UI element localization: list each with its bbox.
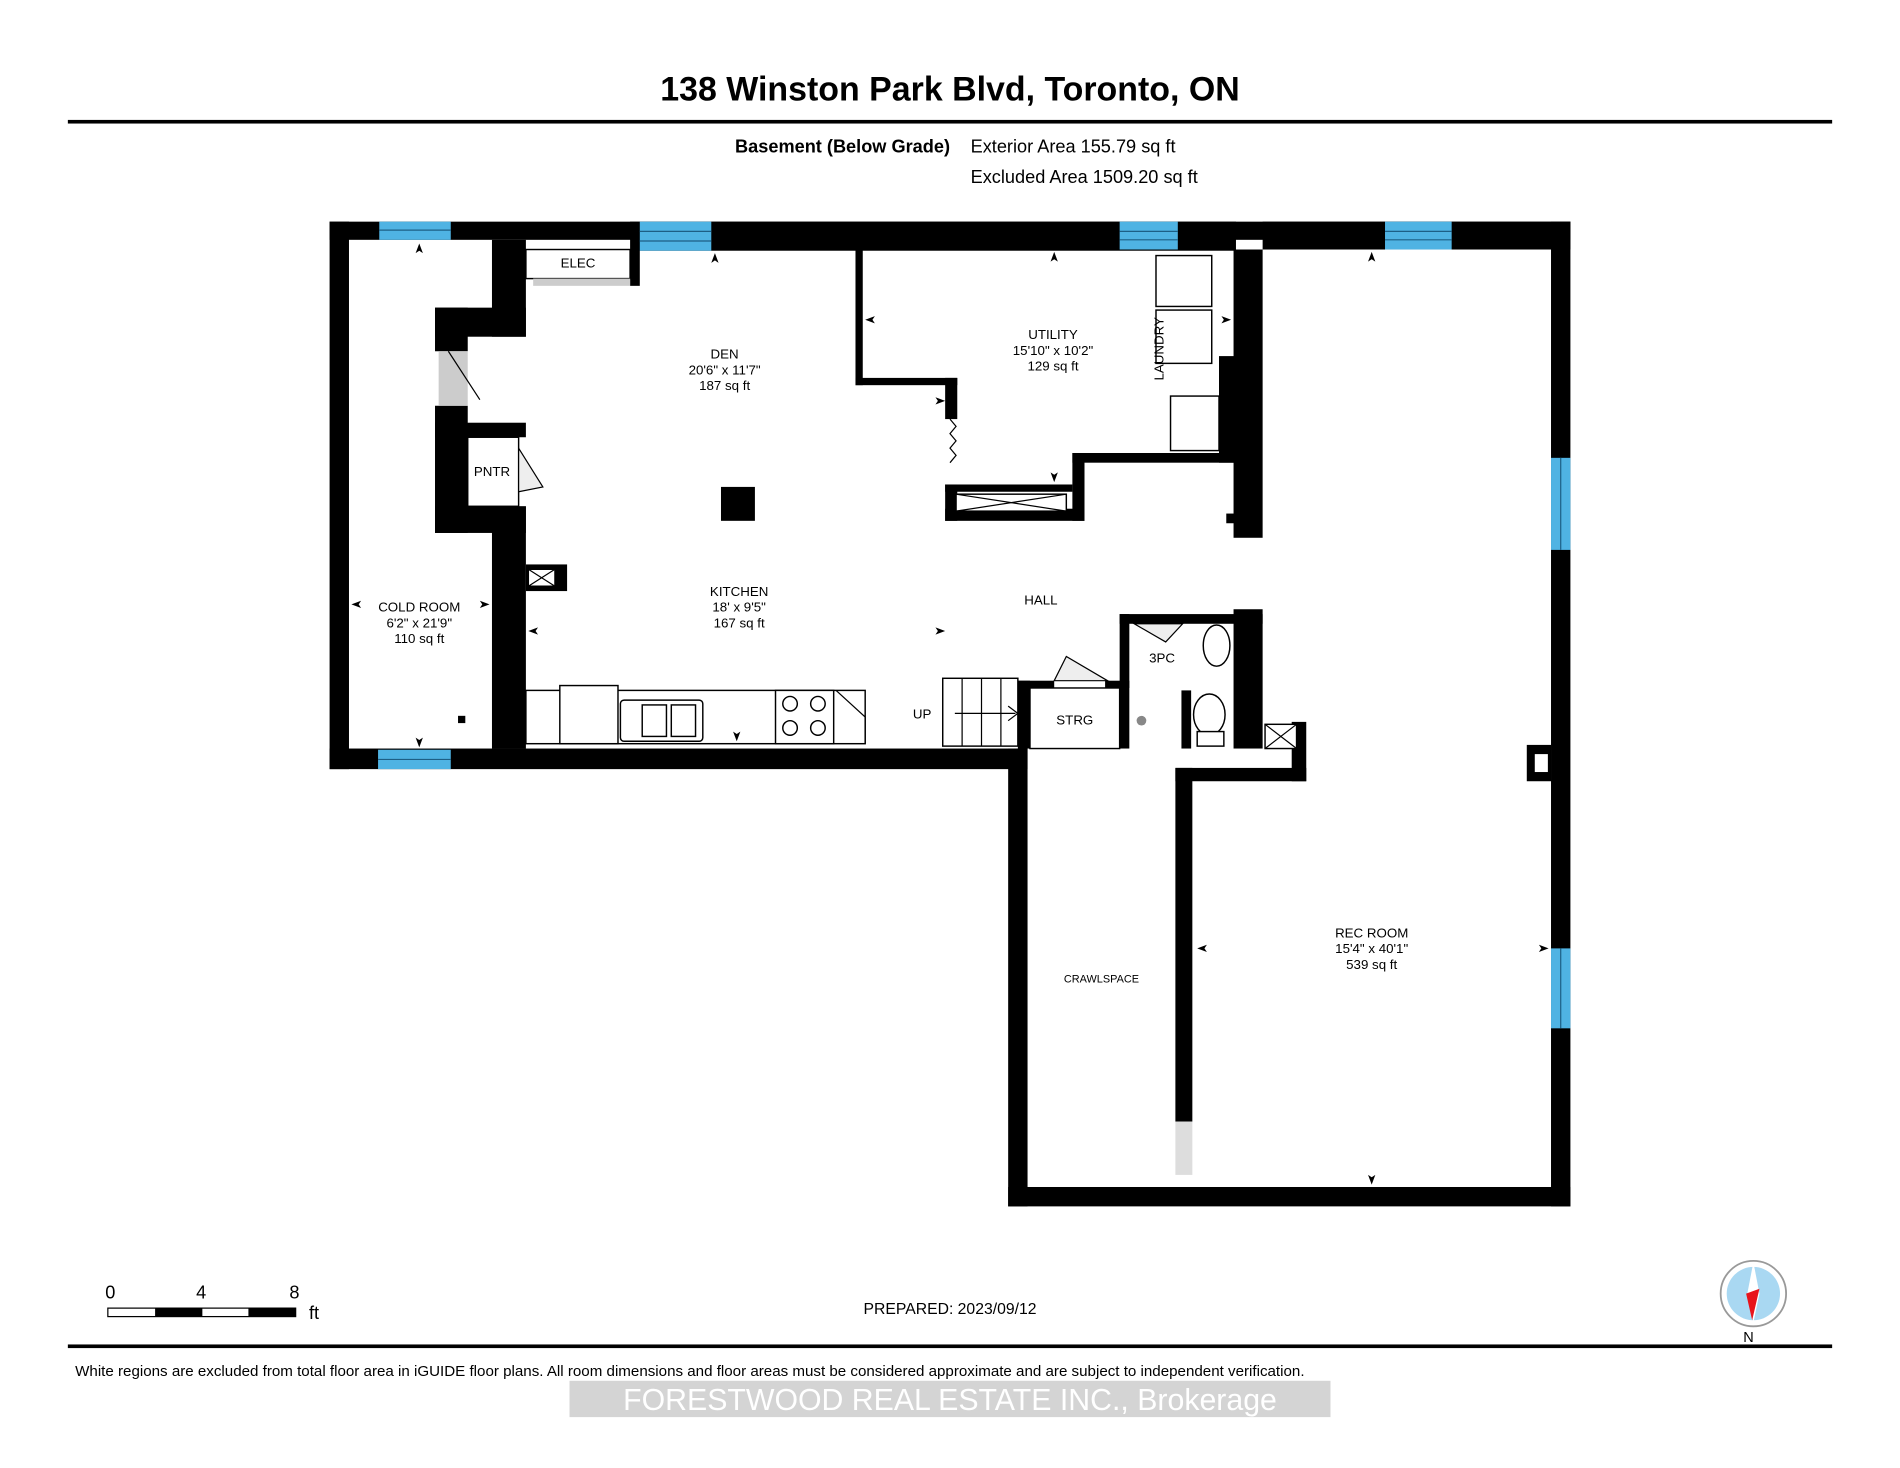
- den-area: 187 sq ft: [699, 378, 750, 393]
- utility-dims: 15'10" x 10'2": [1013, 343, 1094, 358]
- compass-north: N: [1743, 1330, 1753, 1346]
- elec-label: ELEC: [561, 256, 596, 271]
- kitchen-name: KITCHEN: [710, 584, 768, 599]
- header-divider: [67, 119, 1833, 124]
- den-dims: 20'6" x 11'7": [689, 362, 761, 377]
- strg-label: STRG: [1056, 712, 1093, 727]
- prepared-date: PREPARED: 2023/09/12: [864, 1301, 1037, 1318]
- crawlspace-label: CRAWLSPACE: [1064, 973, 1139, 985]
- cold-room-name: COLD ROOM: [378, 600, 460, 615]
- cold-room-dims: 6'2" x 21'9": [386, 615, 452, 630]
- crawl-opening: [1175, 1121, 1193, 1175]
- hall-label: HALL: [1024, 592, 1057, 607]
- kitchen-area: 167 sq ft: [714, 615, 765, 630]
- fixtures: [438, 248, 1552, 782]
- rec-room-name: REC ROOM: [1335, 925, 1408, 940]
- den-name: DEN: [711, 347, 739, 362]
- floor-label: Basement (Below Grade): [735, 137, 950, 157]
- watermark: FORESTWOOD REAL ESTATE INC., Brokerage: [623, 1384, 1277, 1417]
- page-title: 138 Winston Park Blvd, Toronto, ON: [660, 71, 1239, 109]
- rec-room-dims: 15'4" x 40'1": [1335, 941, 1408, 956]
- 3pc-label: 3PC: [1149, 651, 1175, 666]
- kitchen-dims: 18' x 9'5": [712, 600, 766, 615]
- dimension-markers: [351, 243, 1549, 1185]
- scale-0: 0: [105, 1282, 115, 1302]
- pntr-label: PNTR: [474, 464, 510, 479]
- exterior-area: Exterior Area 155.79 sq ft: [971, 137, 1176, 157]
- utility-name: UTILITY: [1028, 327, 1078, 342]
- watermark-bg: [569, 1380, 1331, 1418]
- compass-icon: N: [1719, 1259, 1788, 1346]
- footer-divider: [67, 1344, 1833, 1349]
- scale-4: 4: [196, 1282, 206, 1302]
- scale-unit: ft: [309, 1303, 319, 1323]
- disclaimer: White regions are excluded from total fl…: [75, 1363, 1304, 1380]
- scale-8: 8: [289, 1282, 299, 1302]
- scale-bar: 0 4 8 ft: [105, 1282, 319, 1323]
- excluded-area: Excluded Area 1509.20 sq ft: [971, 167, 1198, 187]
- utility-area: 129 sq ft: [1027, 359, 1078, 374]
- cold-room-area: 110 sq ft: [394, 631, 444, 646]
- windows: [378, 221, 1571, 1029]
- up-label: UP: [913, 706, 932, 721]
- rec-room-area: 539 sq ft: [1346, 957, 1397, 972]
- laundry-label: LAUNDRY: [1151, 317, 1166, 380]
